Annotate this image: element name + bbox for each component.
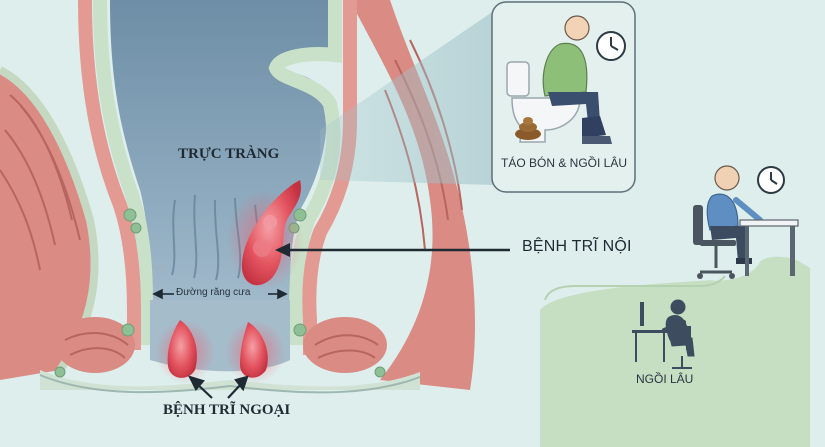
callout-cone: [320, 10, 495, 185]
internal-hemorrhoids-label: BỆNH TRĨ NỘI: [522, 238, 632, 255]
internal-pointer-arrow: [275, 243, 510, 257]
sitting-long-label: NGỒI LÂU: [636, 372, 694, 386]
dentate-line-label: Đường răng cưa: [176, 287, 251, 298]
constipation-callout: [491, 1, 636, 193]
clock-icon: [596, 31, 626, 61]
office-chair-icon: [693, 205, 736, 279]
external-hemorrhoid-left: [155, 320, 215, 384]
sitting-scene: [540, 256, 810, 447]
external-hemorrhoid-right: [225, 320, 285, 384]
dentate-line-arrows: [152, 288, 288, 300]
desk-icon: [739, 219, 799, 276]
clock-icon: [757, 166, 785, 194]
office-chair-icon: [672, 326, 692, 369]
computer-icon: [632, 302, 668, 362]
external-hemorrhoids-label: BỆNH TRĨ NGOẠI: [163, 402, 291, 418]
constipation-sitting-label: TÁO BÓN & NGỒI LÂU: [500, 156, 628, 170]
person-sitting-icon: [542, 15, 612, 144]
internal-hemorrhoid: [227, 180, 303, 290]
rectum-label: TRỰC TRÀNG: [178, 146, 280, 162]
office-worker-icon: [706, 165, 763, 264]
external-pointer-arrows: [187, 375, 249, 399]
poop-icon: [515, 117, 541, 140]
